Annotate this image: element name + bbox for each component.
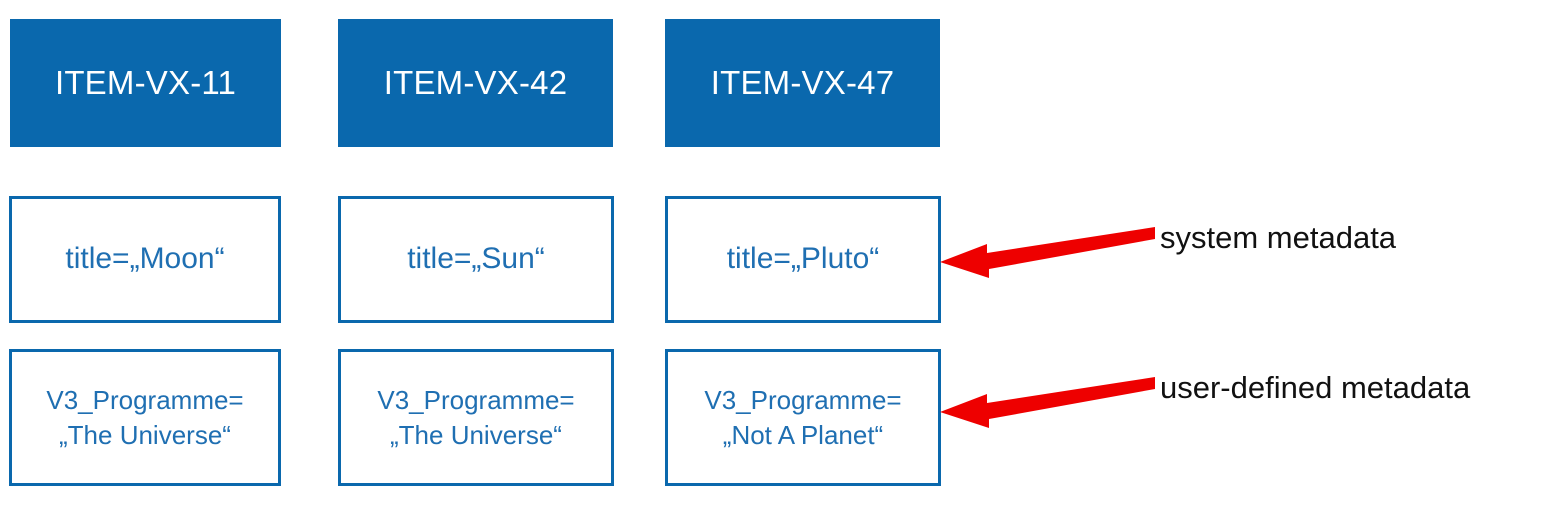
- item-id-label-1: ITEM-VX-11: [54, 63, 237, 101]
- user-defined-metadata-label-2: V3_Programme= „The Universe“: [377, 385, 575, 450]
- system-metadata-label-2: title=„Sun“: [407, 242, 545, 276]
- system-metadata-box-3[interactable]: title=„Pluto“: [665, 196, 941, 323]
- user-defined-metadata-arrow-icon: [940, 377, 1155, 428]
- system-metadata-label-1: title=„Moon“: [65, 242, 225, 276]
- system-metadata-arrow-icon: [940, 227, 1155, 278]
- system-metadata-box-1[interactable]: title=„Moon“: [9, 196, 281, 323]
- user-defined-metadata-annotation: user-defined metadata: [1160, 370, 1471, 405]
- system-metadata-annotation: system metadata: [1160, 220, 1397, 255]
- user-defined-metadata-label-3: V3_Programme= „Not A Planet“: [704, 385, 902, 450]
- item-box-2[interactable]: ITEM-VX-42: [338, 19, 613, 147]
- item-id-label-2: ITEM-VX-42: [383, 63, 568, 101]
- item-box-1[interactable]: ITEM-VX-11: [10, 19, 281, 147]
- user-defined-metadata-box-3[interactable]: V3_Programme= „Not A Planet“: [665, 349, 941, 486]
- system-metadata-box-2[interactable]: title=„Sun“: [338, 196, 614, 323]
- user-defined-metadata-label-1: V3_Programme= „The Universe“: [46, 385, 244, 450]
- system-metadata-label-3: title=„Pluto“: [726, 242, 880, 276]
- item-box-3[interactable]: ITEM-VX-47: [665, 19, 940, 147]
- user-defined-metadata-box-1[interactable]: V3_Programme= „The Universe“: [9, 349, 281, 486]
- item-id-label-3: ITEM-VX-47: [710, 63, 895, 101]
- user-defined-metadata-box-2[interactable]: V3_Programme= „The Universe“: [338, 349, 614, 486]
